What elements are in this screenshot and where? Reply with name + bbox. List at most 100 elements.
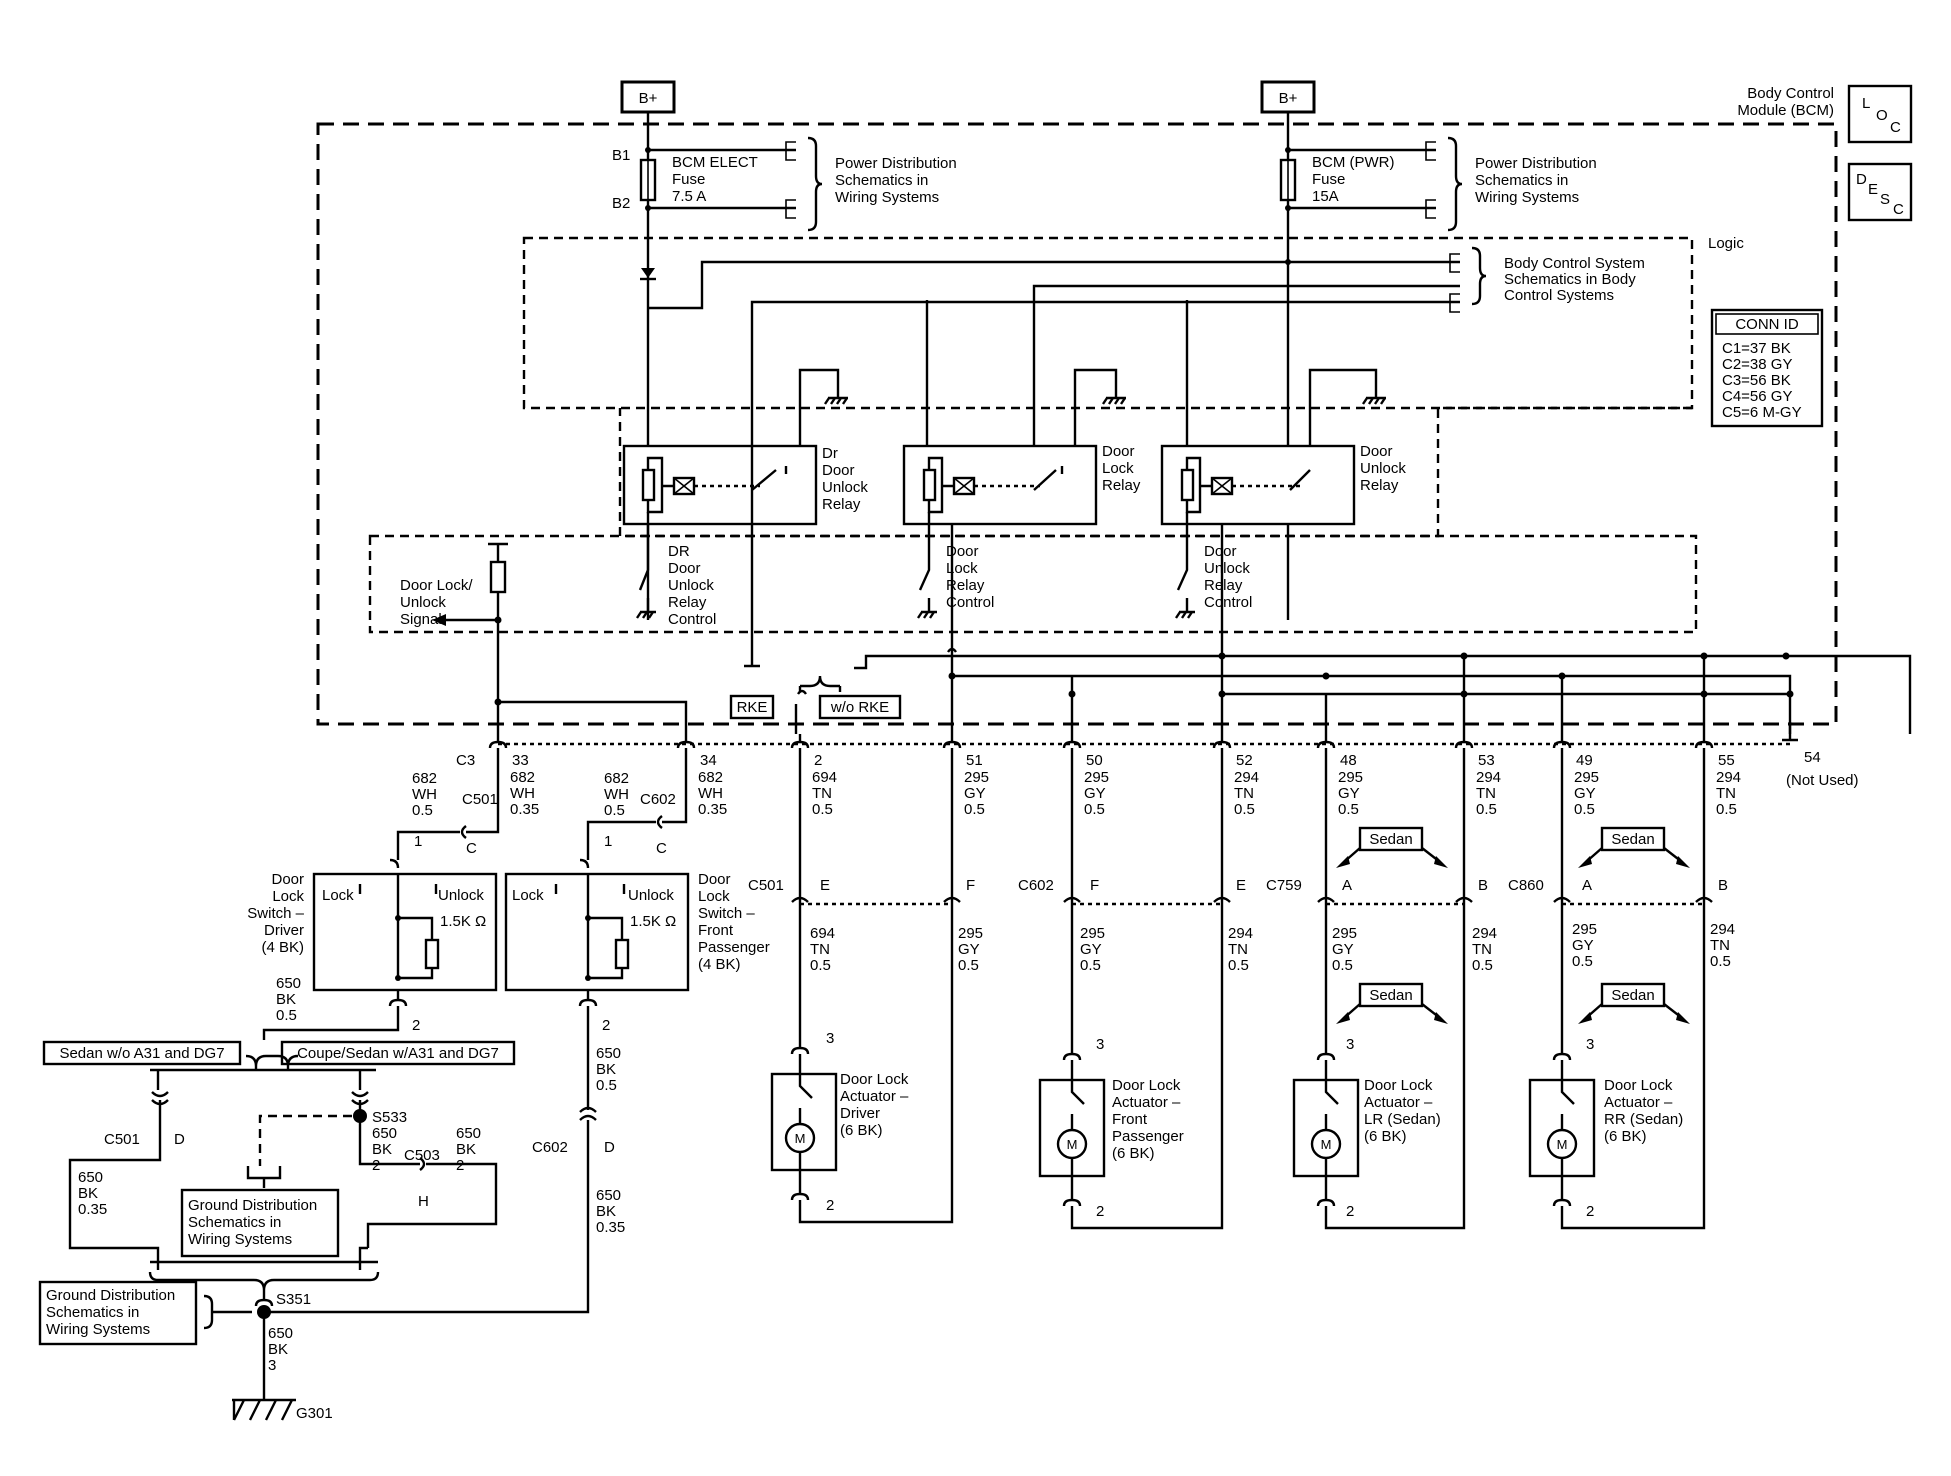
svg-text:A: A [1342, 877, 1352, 894]
bcm-pin-circuit: 294 [1716, 769, 1741, 786]
svg-text:M: M [1557, 1137, 1568, 1152]
svg-text:BK: BK [456, 1141, 476, 1158]
svg-text:Fuse: Fuse [672, 171, 705, 188]
svg-text:Relay: Relay [1360, 477, 1399, 494]
bcm-pin-circuit: 295 [1084, 769, 1109, 786]
svg-text:S: S [1880, 191, 1890, 208]
svg-text:WH: WH [604, 786, 629, 803]
bcm-pin-circuit: 0.5 [1338, 801, 1359, 818]
svg-text:Ground Distribution: Ground Distribution [46, 1287, 175, 1304]
input-area [368, 534, 1698, 634]
bcm-pin-54: 54 [1804, 749, 1821, 766]
svg-text:Lock: Lock [1102, 460, 1134, 477]
svg-text:Lock: Lock [946, 560, 978, 577]
bcm-pin-circuit: 0.5 [1084, 801, 1105, 818]
bcm-pin-number: 52 [1236, 752, 1253, 769]
svg-text:C501: C501 [462, 791, 498, 808]
svg-text:B+: B+ [639, 90, 658, 107]
svg-text:C1=37 BK: C1=37 BK [1722, 340, 1791, 357]
svg-text:DR: DR [668, 543, 690, 560]
svg-text:2: 2 [1346, 1203, 1354, 1220]
svg-text:M: M [795, 1131, 806, 1146]
svg-text:Relay: Relay [822, 496, 861, 513]
door-lock-actuator-lr[interactable]: M [1292, 1070, 1360, 1178]
door-lock-actuator-rr[interactable]: M [1528, 1070, 1596, 1178]
sedan-option-1: Sedan [1336, 826, 1448, 868]
svg-text:0.5: 0.5 [1228, 957, 1249, 974]
svg-text:Relay: Relay [1204, 577, 1243, 594]
logic-label: Logic [1708, 235, 1744, 252]
bplus-terminal-1: B+ [620, 80, 676, 114]
svg-text:Schematics in: Schematics in [1475, 172, 1568, 189]
svg-text:3: 3 [1096, 1036, 1104, 1053]
door-lock-actuator-front-passenger[interactable]: M [1038, 1070, 1106, 1178]
svg-text:682: 682 [412, 770, 437, 787]
svg-text:(6 BK): (6 BK) [1364, 1128, 1407, 1145]
loc-icon[interactable]: L O C [1847, 84, 1913, 144]
svg-text:(4 BK): (4 BK) [261, 939, 304, 956]
svg-text:Schematics in: Schematics in [188, 1214, 281, 1231]
svg-text:Door: Door [1102, 443, 1135, 460]
svg-text:C: C [1893, 201, 1904, 218]
conn-id-box: CONN ID C1=37 BK C2=38 GY C3=56 BK C4=56… [1710, 308, 1824, 428]
inline-connector-pin [1213, 896, 1231, 903]
svg-text:RR (Sedan): RR (Sedan) [1604, 1111, 1683, 1128]
svg-text:1: 1 [604, 833, 612, 850]
door-lock-actuator-driver[interactable]: M [770, 1064, 838, 1172]
bcm-pin-circuit: TN [1476, 785, 1496, 802]
svg-text:1: 1 [414, 833, 422, 850]
svg-text:Door: Door [1360, 443, 1393, 460]
svg-text:0.35: 0.35 [596, 1219, 625, 1236]
svg-text:Dr: Dr [822, 445, 838, 462]
svg-text:C: C [466, 840, 477, 857]
svg-text:650: 650 [268, 1325, 293, 1342]
ground-distribution-box-2[interactable]: Ground Distribution Schematics in Wiring… [38, 1280, 198, 1346]
svg-text:0.5: 0.5 [604, 802, 625, 819]
bcm-pin-circuit: GY [1084, 785, 1106, 802]
bcm-pin-circuit: GY [964, 785, 986, 802]
bcm-pin-circuit: 0.5 [1574, 801, 1595, 818]
svg-text:Front: Front [1112, 1111, 1148, 1128]
svg-text:M: M [1321, 1137, 1332, 1152]
bcm-pin-circuit: 294 [1476, 769, 1501, 786]
ground-distribution-box-1[interactable]: Ground Distribution Schematics in Wiring… [180, 1188, 340, 1258]
svg-text:15A: 15A [1312, 188, 1339, 205]
svg-text:2: 2 [412, 1017, 420, 1034]
svg-text:C602: C602 [640, 791, 676, 808]
bcm-title-2: Module (BCM) [1737, 102, 1834, 119]
bcm-pin-circuit: 694 [812, 769, 837, 786]
svg-text:(6 BK): (6 BK) [1604, 1128, 1647, 1145]
rke-label: RKE [729, 694, 775, 720]
bcm-pin-circuit: 0.35 [698, 801, 727, 818]
bcm-pin-circuit: 0.5 [964, 801, 985, 818]
door-lock-switch-driver[interactable]: Lock Unlock 1.5K Ω [312, 858, 498, 992]
svg-text:B: B [1478, 877, 1488, 894]
desc-icon[interactable]: D E S C [1847, 162, 1913, 222]
svg-text:Door: Door [1204, 543, 1237, 560]
svg-text:Door Lock: Door Lock [1604, 1077, 1673, 1094]
svg-text:BK: BK [596, 1203, 616, 1220]
bcm-pin-circuit: GY [1338, 785, 1360, 802]
svg-text:295: 295 [1572, 921, 1597, 938]
svg-text:Unlock: Unlock [400, 594, 446, 611]
inline-connector-pin [1455, 896, 1473, 903]
svg-text:1.5K Ω: 1.5K Ω [440, 913, 486, 930]
svg-text:650: 650 [456, 1125, 481, 1142]
svg-text:C5=6 M-GY: C5=6 M-GY [1722, 404, 1802, 421]
svg-text:7.5 A: 7.5 A [672, 188, 706, 205]
inline-connector-pin [1317, 896, 1335, 903]
svg-text:BK: BK [78, 1185, 98, 1202]
svg-text:Unlock: Unlock [438, 887, 484, 904]
svg-text:294: 294 [1228, 925, 1253, 942]
bcm-pin-circuit: GY [1574, 785, 1596, 802]
inline-connector-pin [943, 896, 961, 903]
svg-text:0.5: 0.5 [958, 957, 979, 974]
svg-text:Actuator –: Actuator – [1364, 1094, 1433, 1111]
svg-text:Ground Distribution: Ground Distribution [188, 1197, 317, 1214]
door-lock-switch-passenger[interactable]: Lock Unlock 1.5K Ω [504, 858, 690, 992]
svg-text:Wiring Systems: Wiring Systems [46, 1321, 150, 1338]
svg-text:Unlock: Unlock [628, 887, 674, 904]
